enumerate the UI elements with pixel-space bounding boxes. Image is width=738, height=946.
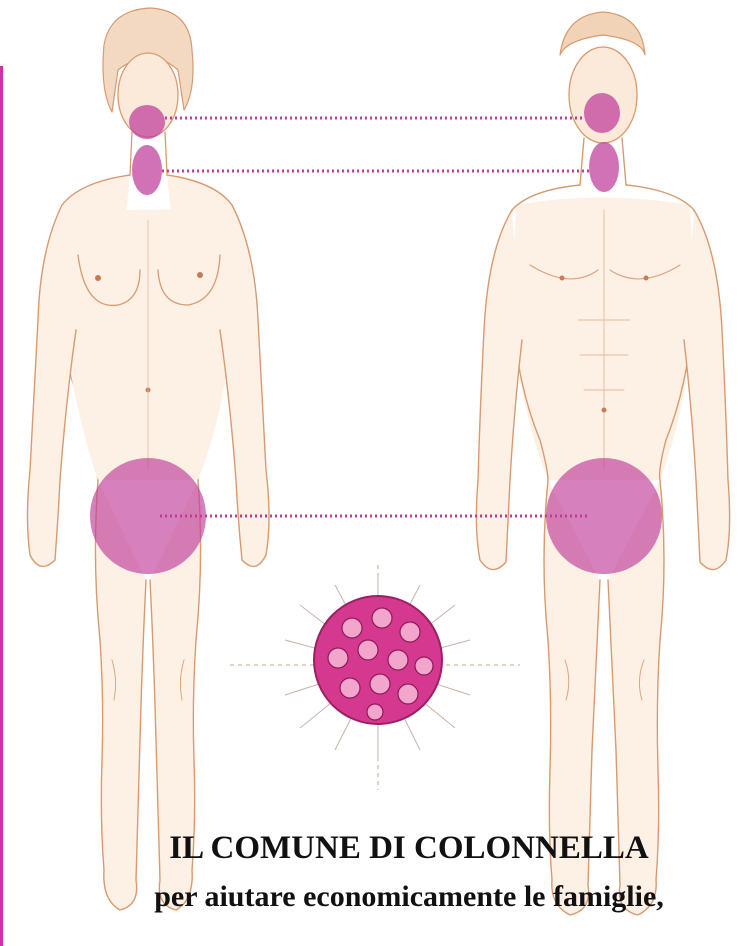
female-throat-zone (132, 145, 162, 195)
caption-title: IL COMUNE DI COLONNELLA (40, 830, 738, 867)
male-genital-zone (546, 458, 662, 574)
female-genital-zone (90, 458, 206, 574)
male-throat-zone (589, 142, 619, 192)
virus-particle (230, 565, 520, 790)
caption-subtitle: per aiutare economicamente le famiglie, (40, 880, 738, 914)
female-mouth-zone (129, 105, 165, 139)
male-mouth-zone (584, 93, 620, 133)
